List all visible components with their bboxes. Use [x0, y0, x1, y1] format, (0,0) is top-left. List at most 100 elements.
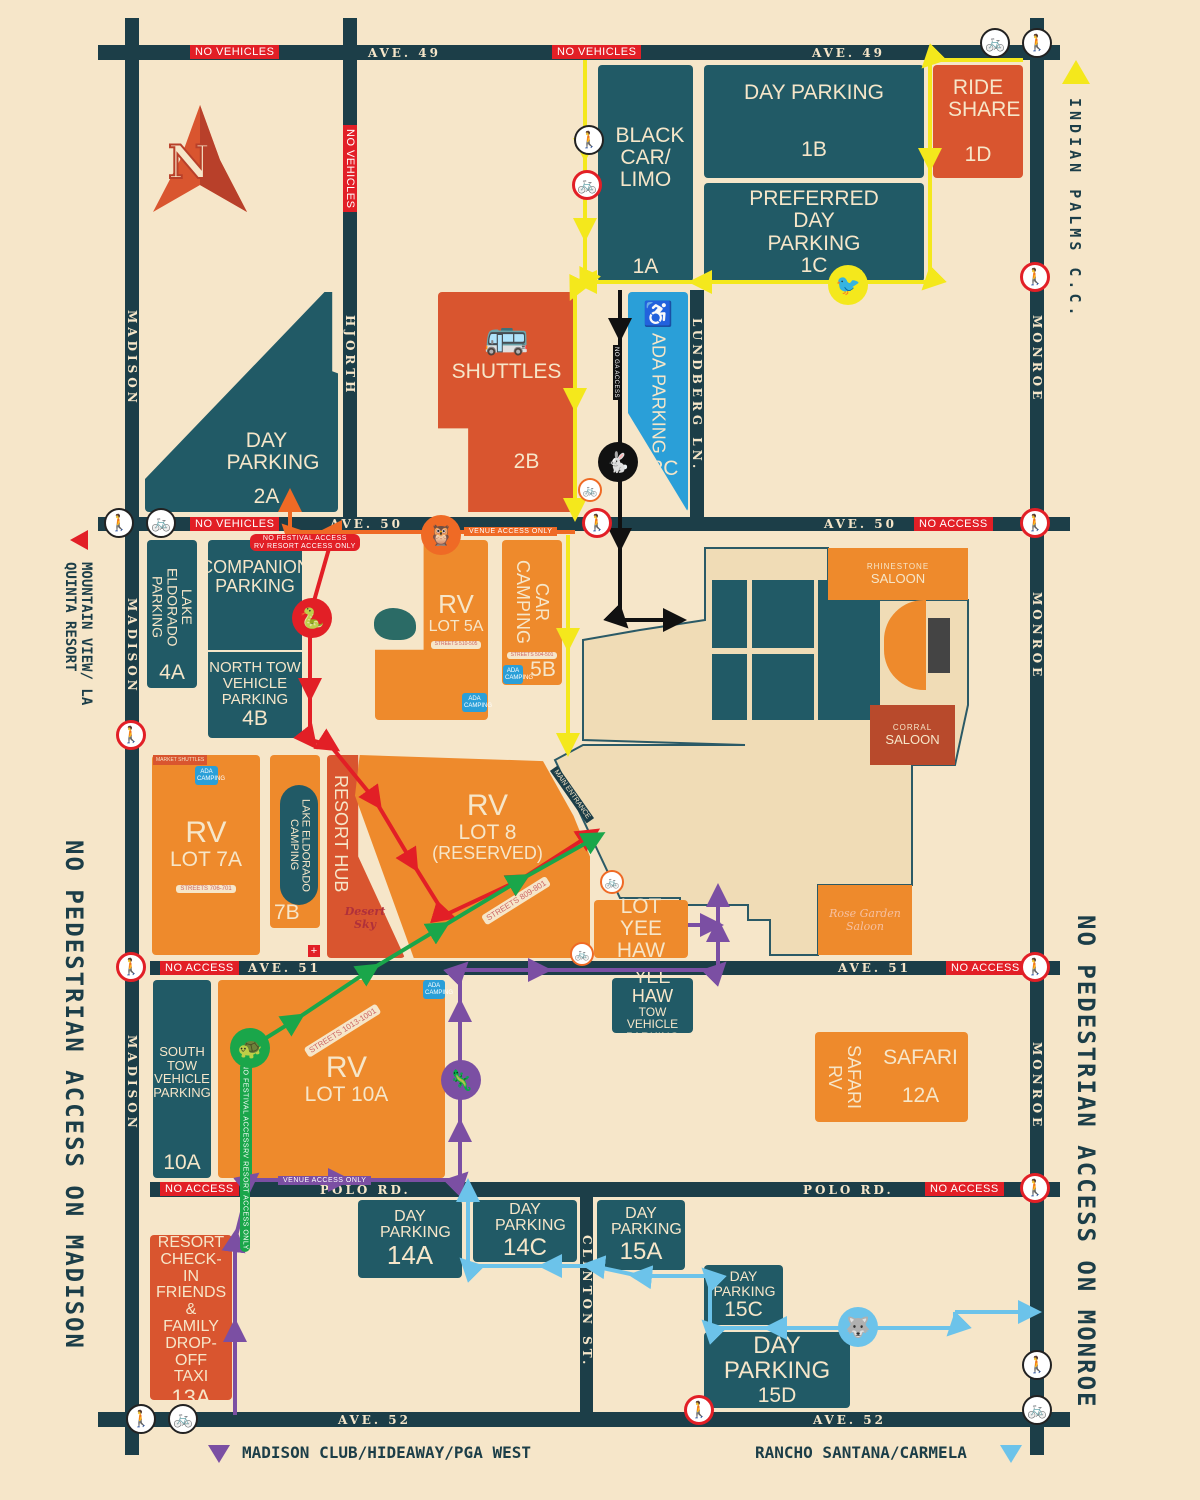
road-label: HJORTH — [343, 315, 357, 397]
bus-icon: 🚌 — [484, 315, 529, 356]
pedestrian-crossing-icon: 🚶 — [1022, 28, 1052, 58]
road-label: MADISON — [125, 310, 139, 407]
lot-12a-text: SAFARI 12A — [883, 1045, 958, 1107]
coyote-icon: 🐺 — [838, 1307, 878, 1347]
lot-name: SAFARI — [883, 1045, 958, 1069]
bike-parking-icon: 🚲 — [600, 870, 624, 894]
no-pedestrians-icon: 🚶 — [1020, 508, 1050, 538]
lot-1d: RIDE SHARE 1D — [933, 65, 1023, 178]
lot-name: COMPANION PARKING — [200, 557, 310, 596]
road-label: AVE. 52 — [338, 1413, 411, 1427]
bike-parking-icon: 🚲 — [570, 942, 594, 966]
saloon-label: Rose Garden Saloon — [829, 907, 901, 933]
route-green — [233, 832, 606, 1180]
road-label: AVE. 50 — [824, 517, 897, 531]
pedestrian-crossing-icon: 🚶 — [104, 508, 134, 538]
lot-id: 13A — [171, 1385, 211, 1411]
lot-10a-tow: SOUTH TOW VEHICLE PARKING 10A — [153, 980, 211, 1178]
saloon-label: SALOON — [885, 732, 940, 747]
no-pedestrians-icon: 🚶 — [582, 508, 612, 538]
route-lightblue — [456, 1178, 972, 1345]
lot-id: 4B — [242, 706, 268, 730]
route-black — [603, 290, 687, 632]
road-label: MADISON — [125, 1035, 139, 1132]
lot-name: LAKE ELDORADO PARKING — [149, 567, 196, 647]
no-pedestrian-monroe: NO PEDESTRIAN ACCESS ON MONROE — [1072, 915, 1100, 1409]
no-ga-access-badge: NO GA ACCESS — [613, 345, 619, 401]
mountain-view-label: MOUNTAIN VIEW/ LA QUINTA RESORT — [62, 562, 94, 706]
bike-icon: 🚲 — [980, 28, 1010, 58]
lot-id: 2A — [253, 484, 280, 508]
stage-area — [752, 654, 814, 720]
road-label: MONROE — [1030, 1042, 1044, 1131]
venue-access-only-badge: VENUE ACCESS ONLY — [278, 1176, 372, 1185]
no-pedestrians-icon: 🚶 — [684, 1395, 714, 1425]
pedestrian-crossing-icon: 🚶 — [1022, 1350, 1052, 1380]
market-shuttles-label: MARKET SHUTTLES — [153, 755, 208, 765]
road-label: AVE. 51 — [838, 961, 911, 975]
lightblue-route-marker-icon — [1000, 1445, 1022, 1463]
pedestrian-crossing-icon: 🚶 — [574, 125, 604, 155]
no-bikes-icon: 🚲 — [572, 170, 602, 200]
bike-icon: 🚲 — [146, 508, 176, 538]
streets-label: STREETS 706-701 — [176, 884, 236, 893]
bike-parking-icon: 🚲 — [578, 478, 602, 502]
main-stage-structure — [928, 618, 950, 673]
lot-12a: SAFARI RV SAFARI 12A — [815, 1032, 968, 1122]
taxi-label: TAXI — [173, 1368, 209, 1386]
saloon-label: RHINESTONE — [866, 562, 930, 571]
north-compass-icon — [153, 105, 247, 212]
lot-id: 2B — [513, 449, 540, 473]
lot-id: 12A — [901, 1084, 940, 1107]
venue-access-only-badge: VENUE ACCESS ONLY — [464, 527, 558, 536]
indian-palms-label: INDIAN PALMS C.C. — [1066, 98, 1084, 320]
no-festival-text: NO FESTIVAL ACCESS — [262, 535, 347, 542]
lot-sub: LOT 7A — [170, 847, 242, 871]
owl-icon: 🦉 — [421, 515, 461, 555]
lizard-icon: 🦎 — [441, 1060, 481, 1100]
no-access-badge: NO ACCESS — [914, 517, 993, 531]
rv-resort-text: RV RESORT ACCESS ONLY — [254, 542, 356, 550]
stage-area — [752, 580, 814, 648]
no-pedestrians-icon: 🚶 — [116, 720, 146, 750]
bike-icon: 🚲 — [1022, 1395, 1052, 1425]
no-vehicles-badge: NO VEHICLES — [343, 125, 357, 213]
no-access-badge: NO ACCESS — [160, 961, 239, 975]
route-yellow — [573, 43, 1023, 294]
indian-palms-marker-icon — [1062, 60, 1090, 84]
lot-id: 15D — [757, 1384, 797, 1408]
snake-icon: 🐍 — [292, 598, 332, 638]
lot-side: SAFARI RV — [825, 1044, 864, 1110]
legend-madison-club: MADISON CLUB/HIDEAWAY/PGA WEST — [242, 1443, 531, 1462]
lot-name: SOUTH TOW VEHICLE PARKING — [153, 1044, 211, 1100]
no-pedestrians-icon: 🚶 — [1020, 262, 1050, 292]
stage-area — [818, 580, 880, 720]
no-festival-access-badge: NO FESTIVAL ACCESSRV RESORT ACCESS ONLY — [240, 1062, 250, 1252]
no-pedestrian-madison: NO PEDESTRIAN ACCESS ON MADISON — [60, 840, 88, 1350]
mountain-view-marker-icon — [70, 530, 88, 550]
compass-letter: N — [167, 134, 211, 190]
legend-rancho-santana: RANCHO SANTANA/CARMELA — [755, 1443, 967, 1462]
stage-area — [712, 654, 747, 720]
stage-area — [712, 580, 747, 648]
road-label: AVE. 52 — [813, 1413, 886, 1427]
rabbit-icon: 🐇 — [598, 442, 638, 482]
companion-parking: COMPANION PARKING — [200, 540, 310, 650]
no-festival-text: NO FESTIVAL ACCESS — [241, 1064, 249, 1149]
lot-id: 10A — [163, 1150, 201, 1174]
route-red — [293, 544, 601, 924]
rv-resort-text: RV RESORT ACCESS ONLY — [241, 1148, 249, 1250]
lot-name: RIDE SHARE — [948, 75, 1021, 121]
no-access-badge: NO ACCESS — [946, 961, 1025, 975]
lot-id: 1D — [964, 143, 992, 167]
lot-name: NORTH TOW VEHICLE PARKING — [209, 659, 301, 708]
saloon-label: CORRAL — [892, 723, 933, 732]
road-label: MADISON — [125, 598, 139, 695]
roadrunner-icon: 🐦 — [828, 265, 868, 305]
route-purple — [221, 883, 730, 1415]
